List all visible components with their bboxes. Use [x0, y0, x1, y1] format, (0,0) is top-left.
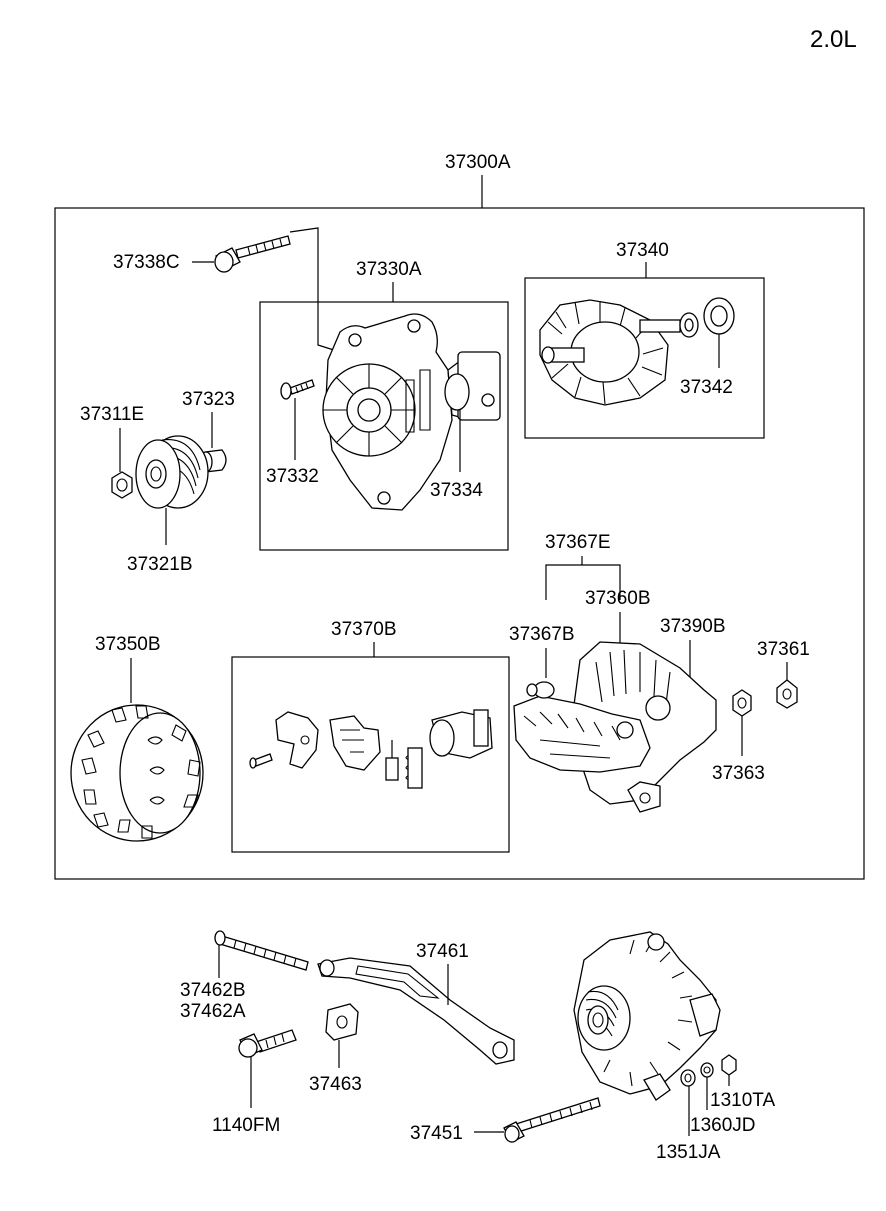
label-37321B[interactable]: 37321B	[127, 554, 193, 575]
nut-37311E[interactable]	[111, 471, 133, 499]
bush-37367B[interactable]	[526, 681, 555, 699]
rear-bracket-37360B[interactable]	[513, 641, 717, 813]
bolt-1140FM[interactable]	[238, 1029, 297, 1058]
label-37350B[interactable]: 37350B	[95, 634, 161, 655]
engine-label: 2.0L	[810, 26, 857, 53]
label-37300A[interactable]: 37300A	[445, 152, 511, 173]
clip-37463[interactable]	[325, 1003, 359, 1041]
brush-holder-37370B[interactable]	[249, 709, 493, 789]
label-1310TA[interactable]: 1310TA	[710, 1090, 775, 1111]
label-37451[interactable]: 37451	[410, 1123, 463, 1144]
label-37463[interactable]: 37463	[309, 1074, 362, 1095]
rotor-37340[interactable]	[539, 299, 681, 406]
bearing-37342[interactable]	[679, 297, 735, 338]
pulley-37321B[interactable]	[135, 435, 209, 509]
label-37461[interactable]: 37461	[416, 941, 469, 962]
label-37338C[interactable]: 37338C	[113, 252, 180, 273]
stator-37350B[interactable]	[70, 704, 204, 842]
label-37363[interactable]: 37363	[712, 763, 765, 784]
label-1140FM[interactable]: 1140FM	[212, 1115, 280, 1136]
label-37390B[interactable]: 37390B	[660, 616, 726, 637]
screw-37332[interactable]	[280, 379, 315, 400]
bolt-37338C[interactable]	[214, 235, 291, 273]
washer-1360JD[interactable]	[700, 1062, 714, 1078]
label-1351JA[interactable]: 1351JA	[656, 1142, 721, 1163]
label-37334[interactable]: 37334	[430, 480, 483, 501]
label-37462A[interactable]: 37462A	[180, 1001, 246, 1022]
washer-1351JA[interactable]	[680, 1069, 696, 1087]
label-37330A[interactable]: 37330A	[356, 259, 422, 280]
label-37332[interactable]: 37332	[266, 466, 319, 487]
brush-holder-box	[231, 656, 510, 853]
label-37311E[interactable]: 37311E	[80, 404, 144, 425]
bracket-37461[interactable]	[317, 957, 515, 1065]
label-37462B[interactable]: 37462B	[180, 980, 246, 1001]
label-37361[interactable]: 37361	[757, 639, 810, 660]
alternator-assembly[interactable]	[573, 931, 721, 1101]
bolt-37451[interactable]	[503, 1097, 601, 1143]
rotor-box	[524, 277, 765, 439]
label-37323[interactable]: 37323	[182, 389, 235, 410]
nut-1310TA[interactable]	[721, 1054, 737, 1076]
assembly-box	[54, 207, 865, 880]
leader-37367E	[545, 564, 621, 600]
label-37370B[interactable]: 37370B	[331, 619, 397, 640]
nut-37361[interactable]	[776, 679, 798, 709]
front-bracket-box	[259, 301, 509, 551]
bolt-37462B[interactable]	[214, 930, 309, 971]
label-1360JD[interactable]: 1360JD	[690, 1115, 756, 1136]
leader-37338C	[289, 227, 341, 353]
label-37367E[interactable]: 37367E	[545, 532, 611, 553]
label-37360B[interactable]: 37360B	[585, 588, 651, 609]
label-37340[interactable]: 37340	[616, 240, 669, 261]
label-37342[interactable]: 37342	[680, 377, 733, 398]
front-bracket-37330A[interactable]	[322, 313, 501, 511]
label-37367B[interactable]: 37367B	[509, 624, 575, 645]
nut-37363[interactable]	[732, 689, 752, 717]
